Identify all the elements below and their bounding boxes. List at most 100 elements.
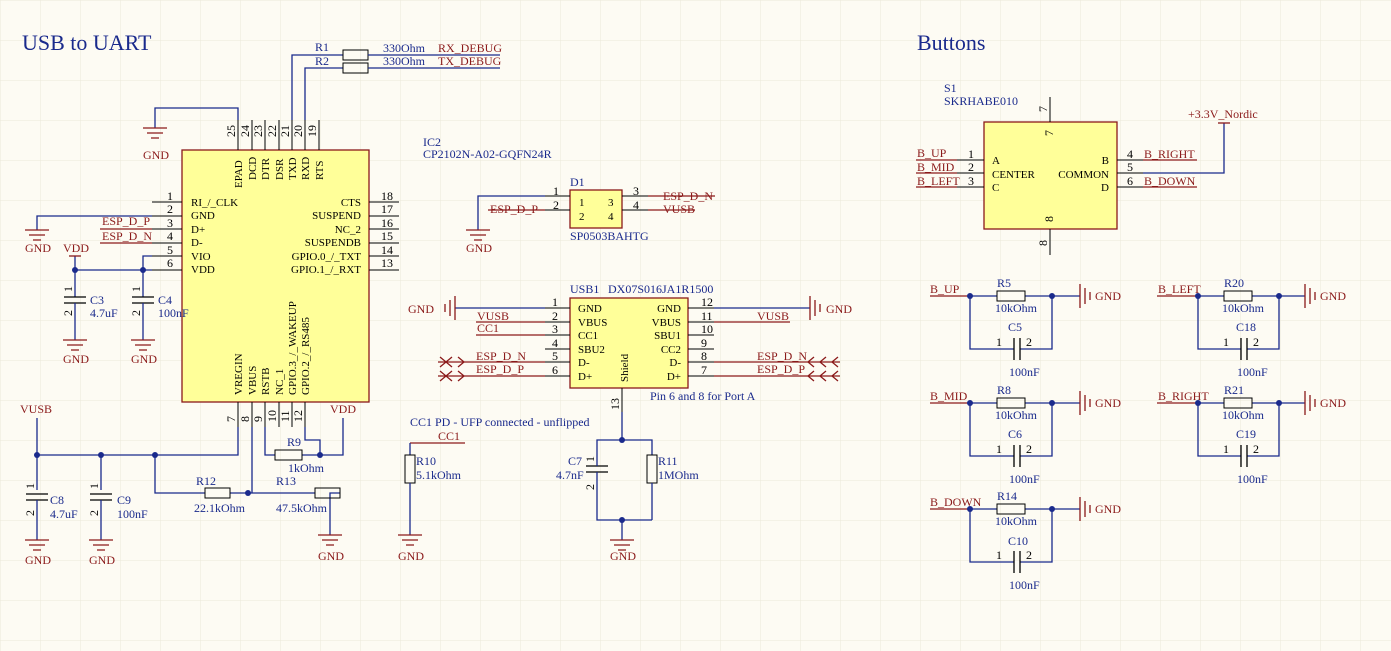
svg-text:9: 9	[701, 336, 707, 350]
svg-text:100nF: 100nF	[1237, 365, 1268, 379]
filter-b-left[interactable]: B_LEFT R20 10kOhm C18 1 2 100nF GND	[1157, 276, 1346, 379]
filter-b-mid[interactable]: B_MID R8 10kOhm C6 1 2 100nF GND	[930, 383, 1121, 486]
svg-text:17: 17	[381, 202, 393, 216]
svg-text:1: 1	[553, 184, 559, 198]
r13-resistor[interactable]: R13 47.5kOhm	[276, 474, 341, 515]
svg-text:C8: C8	[50, 493, 64, 507]
svg-text:20: 20	[291, 125, 305, 137]
svg-text:C: C	[992, 182, 999, 194]
svg-text:16: 16	[381, 216, 393, 230]
svg-text:R1: R1	[315, 40, 329, 54]
svg-text:1: 1	[129, 286, 143, 292]
ic2-pin-num: 1	[167, 189, 173, 203]
svg-text:B_DOWN: B_DOWN	[930, 495, 982, 509]
r10-resistor[interactable]: CC1 PD - UFP connected - unflipped CC1 R…	[398, 415, 590, 563]
r2-resistor[interactable]: R2 330Ohm TX_DEBUG	[315, 54, 502, 74]
svg-text:13: 13	[381, 256, 393, 270]
svg-text:S1: S1	[944, 81, 957, 95]
ic2-component[interactable]: IC2 CP2102N-A02-GQFN24R 1 2 3 4 5 6 RI_/…	[152, 120, 552, 427]
svg-text:1: 1	[552, 295, 558, 309]
svg-text:SUSPEND: SUSPEND	[312, 210, 361, 222]
svg-text:VBUS: VBUS	[652, 317, 681, 329]
c4-capacitor[interactable]: GND C4 100nF 1 2	[129, 286, 189, 366]
svg-text:VUSB: VUSB	[663, 202, 695, 216]
svg-text:1: 1	[23, 483, 37, 489]
svg-text:B_RIGHT: B_RIGHT	[1158, 389, 1209, 403]
svg-text:GND: GND	[1095, 289, 1121, 303]
svg-text:VDD: VDD	[330, 402, 356, 416]
svg-text:NC_2: NC_2	[335, 224, 361, 236]
c7-capacitor[interactable]: C7 4.7nF 1 2	[556, 454, 652, 521]
svg-text:B_DOWN: B_DOWN	[1144, 174, 1196, 188]
svg-text:CENTER: CENTER	[992, 169, 1035, 181]
svg-text:C10: C10	[1008, 534, 1028, 548]
filter-b-up[interactable]: B_UP R5 10kOhm C5 1 2 100nF GND	[930, 276, 1121, 379]
svg-text:GND: GND	[1320, 289, 1346, 303]
svg-text:C6: C6	[1008, 427, 1022, 441]
svg-text:GND: GND	[826, 302, 852, 316]
svg-text:CC1: CC1	[477, 321, 499, 335]
svg-text:R13: R13	[276, 474, 296, 488]
svg-text:VBUS: VBUS	[247, 366, 259, 395]
svg-text:R14: R14	[997, 489, 1017, 503]
svg-text:1: 1	[1223, 442, 1229, 456]
ic2-pin-name: D-	[191, 237, 203, 249]
r9-resistor[interactable]: R9 1kOhm	[274, 435, 325, 475]
svg-text:5: 5	[552, 349, 558, 363]
ic2-pin-name: RI_/_CLK	[191, 197, 238, 209]
ic2-part: CP2102N-A02-GQFN24R	[423, 147, 552, 161]
svg-text:B_LEFT: B_LEFT	[1158, 282, 1201, 296]
c9-capacitor[interactable]: GND C9 100nF 1 2	[87, 483, 148, 567]
svg-text:CC1: CC1	[438, 429, 460, 443]
svg-text:11: 11	[278, 410, 292, 422]
svg-text:A: A	[992, 155, 1000, 167]
filter-b-down[interactable]: B_DOWN R14 10kOhm C10 1 2 100nF GND	[930, 489, 1121, 592]
r1-resistor[interactable]: R1 330Ohm RX_DEBUG	[315, 40, 502, 61]
svg-text:ESP_D_P: ESP_D_P	[757, 362, 805, 376]
filter-b-right[interactable]: B_RIGHT R21 10kOhm C19 1 2 100nF GND	[1157, 383, 1346, 486]
svg-text:100nF: 100nF	[117, 507, 148, 521]
svg-text:2: 2	[552, 309, 558, 323]
svg-text:4.7uF: 4.7uF	[50, 507, 78, 521]
r11-resistor[interactable]: R11 1MOhm	[646, 454, 699, 520]
svg-text:D+: D+	[578, 371, 592, 383]
svg-text:2: 2	[1026, 548, 1032, 562]
svg-text:11: 11	[701, 309, 713, 323]
section-title-buttons: Buttons	[917, 30, 985, 55]
svg-text:CTS: CTS	[341, 197, 361, 209]
svg-text:100nF: 100nF	[1009, 472, 1040, 486]
d1-tvs-array[interactable]: D1 SP0503BAHTG 1 2 3 4 1 2 3 4 GND ESP_D…	[466, 175, 715, 255]
svg-text:3: 3	[968, 174, 974, 188]
ic2-ref: IC2	[423, 135, 441, 149]
svg-text:100nF: 100nF	[1009, 578, 1040, 592]
svg-text:VBUS: VBUS	[578, 317, 607, 329]
svg-text:24: 24	[238, 125, 252, 137]
svg-text:R8: R8	[997, 383, 1011, 397]
svg-text:C4: C4	[158, 293, 172, 307]
svg-text:GND: GND	[408, 302, 434, 316]
svg-text:COMMON: COMMON	[1058, 169, 1109, 181]
svg-text:4: 4	[552, 336, 558, 350]
ic2-pin-name: GND	[191, 210, 215, 222]
esp-d-p-net: ESP_D_P	[102, 214, 150, 228]
svg-text:SBU1: SBU1	[654, 330, 681, 342]
v33-label: +3.3V_Nordic	[1188, 107, 1258, 121]
svg-text:7: 7	[701, 363, 707, 377]
ic2-pin-name: D+	[191, 224, 205, 236]
usb1-connector[interactable]: USB1 DX07S016JA1R1500 Pin 6 and 8 for Po…	[408, 282, 852, 455]
svg-text:2: 2	[61, 310, 75, 316]
cc1-note: CC1 PD - UFP connected - unflipped	[410, 415, 590, 429]
svg-text:2: 2	[553, 198, 559, 212]
svg-text:2: 2	[579, 211, 585, 223]
s1-switch[interactable]: S1 SKRHABE010 7 8 7 8 1 2 3 A CENTER C 4…	[916, 81, 1258, 255]
svg-text:ESP_D_P: ESP_D_P	[476, 362, 524, 376]
svg-text:Pin 6 and 8 for Port A: Pin 6 and 8 for Port A	[650, 389, 756, 403]
svg-text:1: 1	[61, 286, 75, 292]
r12-resistor[interactable]: R12 22.1kOhm	[194, 474, 246, 515]
svg-text:D-: D-	[669, 357, 681, 369]
c3-capacitor[interactable]: GND C3 4.7uF 1 2	[61, 286, 118, 366]
svg-text:D-: D-	[578, 357, 590, 369]
ic2-left-wiring: GND ESP_D_P ESP_D_N VDD	[25, 214, 152, 297]
svg-text:R10: R10	[416, 454, 436, 468]
c8-capacitor[interactable]: GND C8 4.7uF 1 2	[23, 483, 78, 567]
